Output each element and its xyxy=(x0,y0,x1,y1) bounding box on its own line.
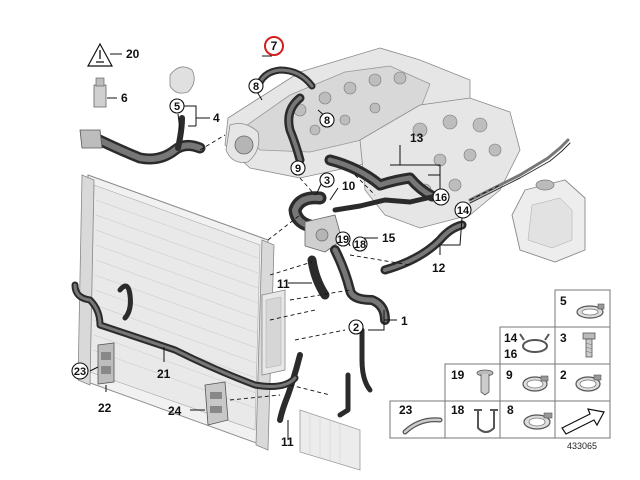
bracket-strip-icon xyxy=(402,417,443,435)
legend-item-23: 23 xyxy=(399,403,443,435)
callout-20: 20 xyxy=(126,47,140,61)
band-clamp-icon xyxy=(522,375,549,392)
svg-text:23: 23 xyxy=(74,366,86,378)
bracket-24 xyxy=(204,381,229,426)
svg-text:16: 16 xyxy=(504,347,518,361)
hose-5-branch xyxy=(175,115,185,151)
bracket-22 xyxy=(97,342,115,385)
svg-text:14: 14 xyxy=(504,331,518,345)
svg-text:23: 23 xyxy=(399,403,413,417)
svg-text:2: 2 xyxy=(560,368,567,382)
hose-15-highlight xyxy=(327,157,435,199)
callout-13: 12 xyxy=(432,261,446,275)
callout-6: 6 xyxy=(121,91,128,105)
vent-pipe-outline xyxy=(469,142,571,204)
spring-clamp-icon xyxy=(519,333,550,353)
pipe-10 xyxy=(332,192,443,213)
hose-13-highlight xyxy=(383,223,464,272)
auxiliary-radiator xyxy=(261,289,286,376)
callout-9: 9 xyxy=(290,160,306,176)
callout-2: 2 xyxy=(348,319,364,335)
callout-3: 3 xyxy=(319,172,335,188)
svg-text:16: 16 xyxy=(435,192,447,204)
svg-text:9: 9 xyxy=(506,368,513,382)
legend-item-19: 19 xyxy=(451,368,494,396)
svg-text:14: 14 xyxy=(457,205,470,217)
svg-text:18: 18 xyxy=(354,239,366,251)
callout-4: 4 xyxy=(213,111,220,125)
callout-15: 13 xyxy=(410,131,424,145)
callout-16: 16 xyxy=(432,188,450,206)
direction-arrow-icon xyxy=(561,408,605,435)
callout-8-lower: 8 xyxy=(319,112,335,128)
wide-clamp-icon xyxy=(523,412,553,430)
leader-dashes xyxy=(199,134,501,401)
hose-4-connector xyxy=(79,129,103,149)
callout-21: 21 xyxy=(157,367,171,381)
svg-text:3: 3 xyxy=(560,331,567,345)
svg-text:9: 9 xyxy=(295,163,301,175)
legend-item-9: 9 xyxy=(506,368,549,392)
callout-14: 14 xyxy=(454,201,472,219)
svg-text:3: 3 xyxy=(324,175,330,187)
radiator-lower-corner xyxy=(299,409,361,471)
callout-18: 18 xyxy=(352,236,368,252)
callout-17: 15 xyxy=(382,231,396,245)
expansion-tank xyxy=(511,179,586,263)
callout-eleven: 11 xyxy=(281,435,294,449)
hose-8-highlight xyxy=(286,96,302,162)
legend-item-8: 8 xyxy=(507,403,553,430)
legend-item-18: 18 xyxy=(451,403,498,433)
hose-12 xyxy=(307,255,330,300)
legend-item-2: 2 xyxy=(560,368,602,392)
callout-5: 5 xyxy=(169,98,185,114)
svg-text:5: 5 xyxy=(174,101,180,113)
hose-21-highlight xyxy=(73,283,297,388)
svg-text:18: 18 xyxy=(451,403,465,417)
hose-clamp-icon xyxy=(576,303,605,319)
bolt-icon xyxy=(582,332,596,358)
callout-1: 1 xyxy=(401,314,408,328)
callout-7-highlighted: 7 xyxy=(264,36,284,56)
vent-pipe xyxy=(468,138,570,202)
water-pump xyxy=(304,214,343,253)
svg-text:7: 7 xyxy=(271,39,278,53)
pipe-lower-11 xyxy=(277,352,303,423)
diagram-reference-number: 433065 xyxy=(567,441,597,451)
pipe-lower-right xyxy=(337,372,351,418)
callout-24: 24 xyxy=(168,404,182,418)
legend-item-3: 3 xyxy=(560,331,596,358)
thermostat-cap xyxy=(169,66,195,94)
legend-item-5: 5 xyxy=(560,294,605,319)
temperature-sensor xyxy=(93,77,107,108)
svg-text:8: 8 xyxy=(253,81,259,93)
svg-text:19: 19 xyxy=(451,368,465,382)
svg-text:5: 5 xyxy=(560,294,567,308)
hose-4-highlight xyxy=(92,135,203,162)
callout-23: 23 xyxy=(71,362,89,380)
expanding-rivet-icon xyxy=(476,369,494,396)
callout-8-upper: 8 xyxy=(248,78,264,94)
hose-9-highlight xyxy=(292,194,323,229)
pipe-lower-2 xyxy=(359,327,373,393)
svg-text:8: 8 xyxy=(324,115,330,127)
svg-text:8: 8 xyxy=(507,403,514,417)
callout-10: 10 xyxy=(342,179,356,193)
callout-22: 22 xyxy=(98,401,112,415)
hose-1-highlight xyxy=(332,247,388,323)
callout-19: 19 xyxy=(335,231,351,247)
clip-icon xyxy=(474,409,498,433)
legend-item-14-16: 14 16 xyxy=(504,331,550,361)
temperature-sensor-warning xyxy=(86,42,114,67)
hose-7-highlight xyxy=(256,68,314,90)
callout-12: 11 xyxy=(277,277,290,291)
clamp-icon xyxy=(575,374,602,392)
hose-21-upper xyxy=(117,283,133,321)
legend-item-arrow xyxy=(561,408,605,435)
svg-text:19: 19 xyxy=(337,234,349,246)
svg-text:2: 2 xyxy=(353,322,359,334)
